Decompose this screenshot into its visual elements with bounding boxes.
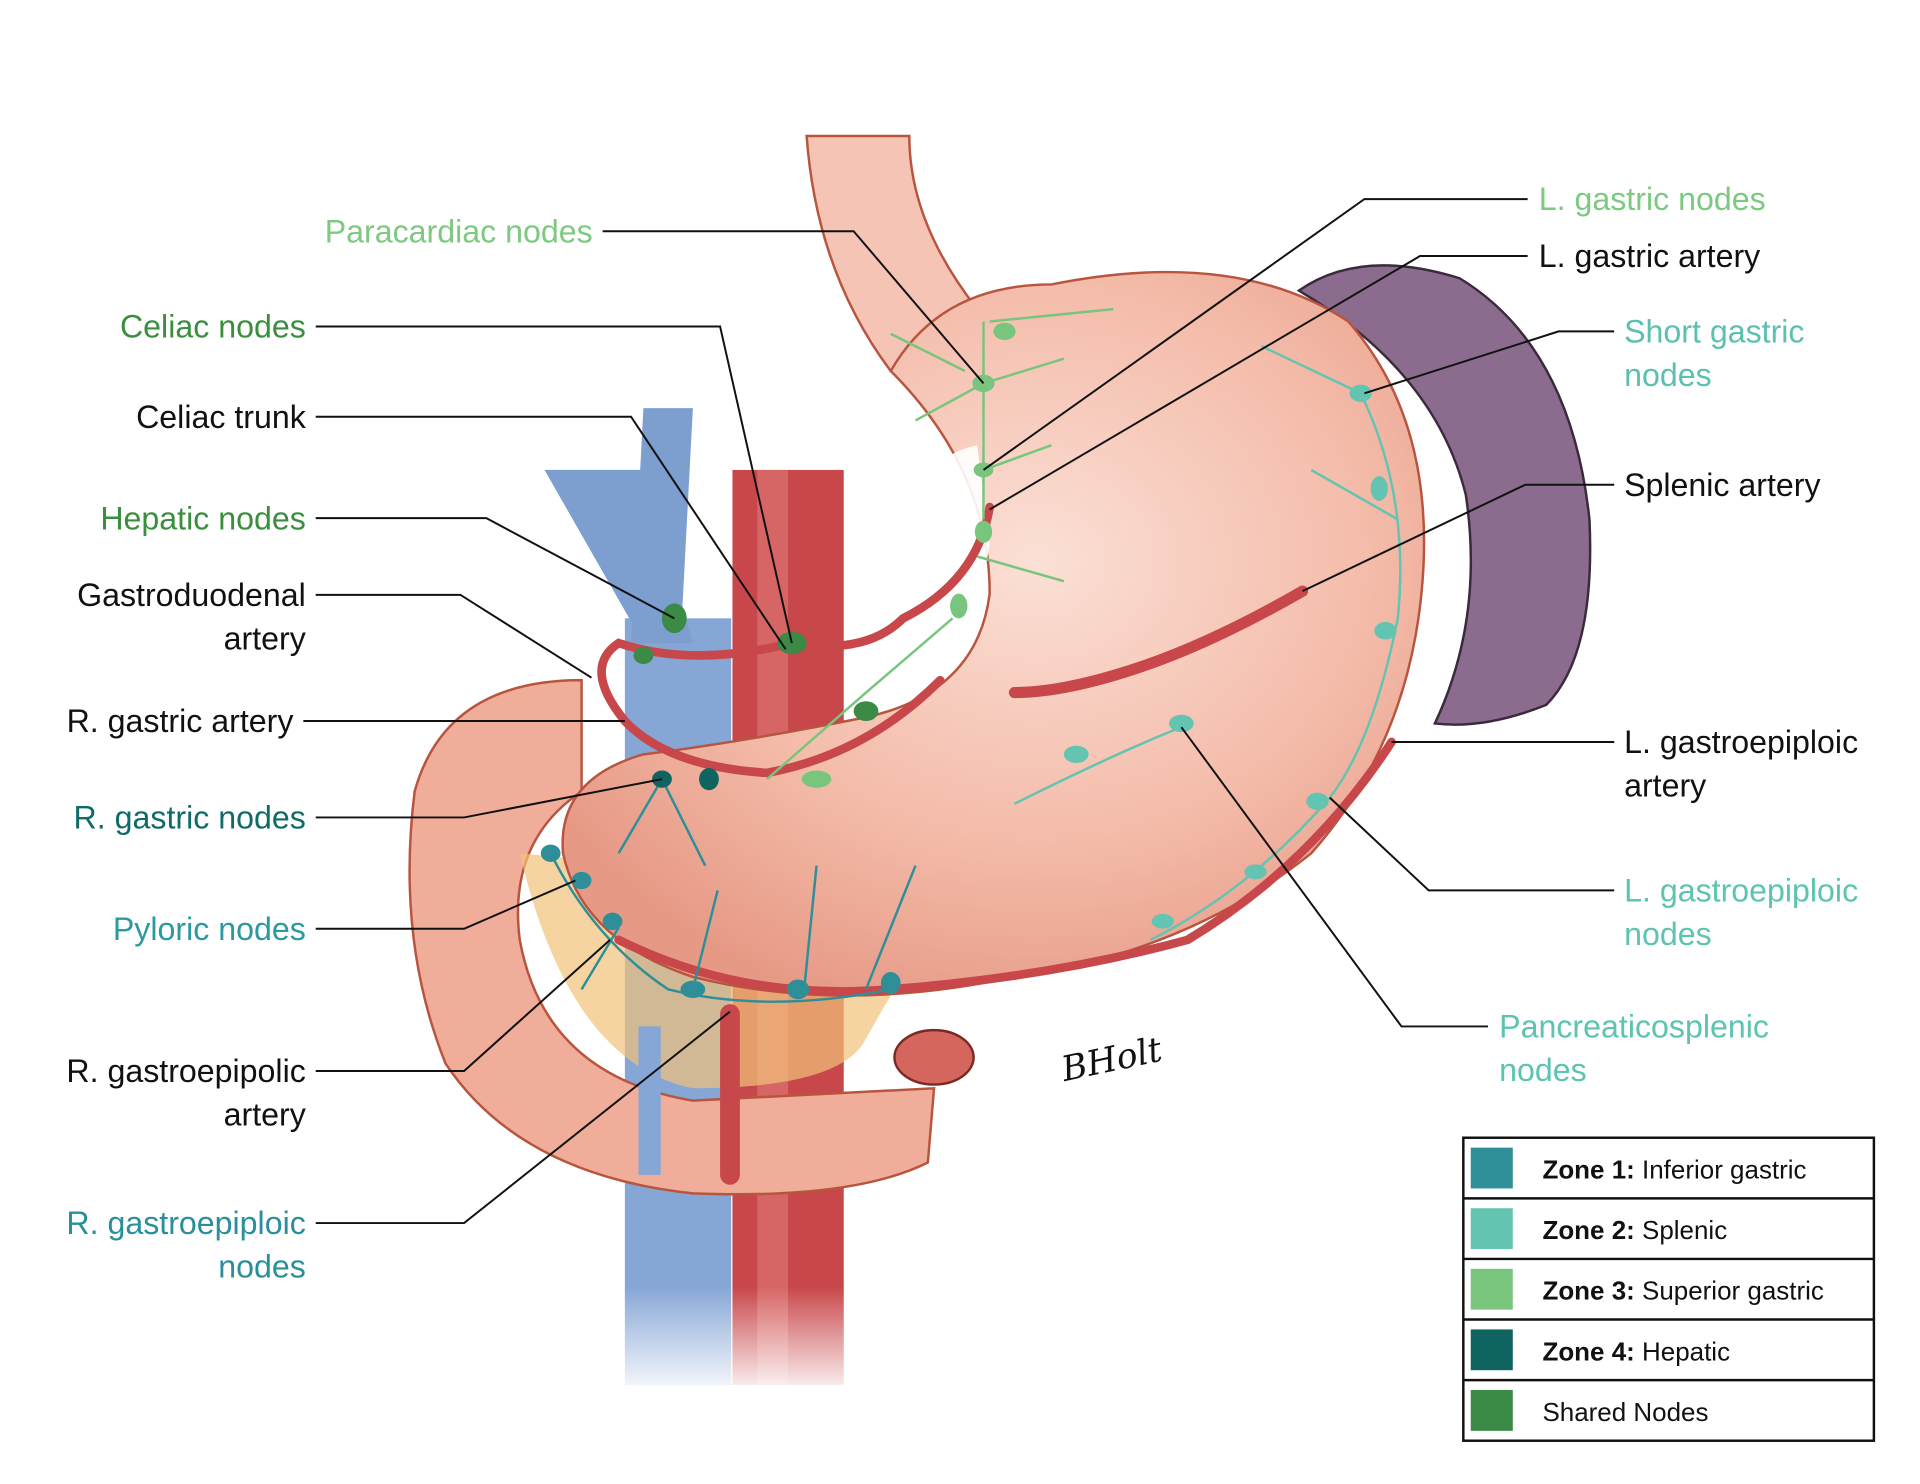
label-splenic-artery: Splenic artery: [1624, 467, 1821, 503]
legend-swatch: [1470, 1147, 1513, 1189]
label-short-gastric-nodes: Short gastric: [1624, 314, 1804, 350]
label-hepatic-nodes: Hepatic nodes: [100, 500, 305, 536]
arteries: [597, 502, 1396, 1185]
legend-swatch: [1470, 1390, 1513, 1431]
lymph-zone1: [549, 778, 917, 1003]
label-celiac-nodes: Celiac nodes: [120, 309, 306, 345]
legend-label: Zone 4: Hepatic: [1542, 1336, 1730, 1366]
lymph-zone3: [766, 307, 1114, 781]
label-l-gastroepiploic-artery: L. gastroepiploic: [1624, 724, 1858, 760]
label-short-gastric-nodes-line2: nodes: [1624, 357, 1712, 393]
lymph-zone2: [1013, 345, 1402, 941]
label-celiac-trunk: Celiac trunk: [136, 399, 307, 435]
artist-signature: BHolt: [1057, 1030, 1166, 1090]
duodenum: [408, 678, 936, 1196]
label-paracardiac-nodes: Paracardiac nodes: [325, 213, 593, 249]
legend-swatch: [1470, 1329, 1513, 1371]
label-r-gastric-nodes: R. gastric nodes: [74, 800, 306, 836]
legend-swatch: [1470, 1208, 1513, 1250]
label-pancreaticosplenic-nodes-line2: nodes: [1499, 1052, 1587, 1088]
labels-right: L. gastric nodes L. gastric artery Short…: [1499, 181, 1858, 1088]
label-l-gastric-artery: L. gastric artery: [1539, 238, 1761, 274]
label-r-gastroepiploic-nodes-line2: nodes: [218, 1248, 306, 1284]
spleen: [1296, 264, 1592, 726]
label-l-gastroepiploic-artery-line2: artery: [1624, 767, 1706, 803]
legend-swatch: [1470, 1268, 1513, 1310]
label-l-gastric-nodes: L. gastric nodes: [1539, 181, 1766, 217]
label-r-gastroepipolic-artery: R. gastroepipolic: [66, 1053, 305, 1089]
legend-label: Zone 3: Superior gastric: [1542, 1276, 1823, 1306]
colon-stub: [893, 1028, 975, 1086]
label-pyloric-nodes: Pyloric nodes: [113, 911, 306, 947]
label-r-gastric-artery: R. gastric artery: [67, 703, 294, 739]
label-pancreaticosplenic-nodes: Pancreaticosplenic: [1499, 1009, 1769, 1045]
label-r-gastroepipolic-artery-line2: artery: [224, 1096, 306, 1132]
label-l-gastroepiploic-nodes: L. gastroepiploic: [1624, 873, 1858, 909]
legend-label: Shared Nodes: [1542, 1397, 1708, 1427]
label-r-gastroepiploic-nodes: R. gastroepiploic: [66, 1205, 305, 1241]
legend-label: Zone 2: Splenic: [1542, 1215, 1727, 1245]
leader-lines: [303, 198, 1615, 1225]
label-gastroduodenal-artery: Gastroduodenal: [77, 577, 306, 613]
label-l-gastroepiploic-nodes-line2: nodes: [1624, 916, 1712, 952]
label-gastroduodenal-artery-line2: artery: [224, 620, 306, 656]
labels-left: Paracardiac nodes Celiac nodes Celiac tr…: [66, 213, 592, 1284]
legend-label: Zone 1: Inferior gastric: [1542, 1155, 1806, 1185]
stomach: [561, 270, 1426, 997]
